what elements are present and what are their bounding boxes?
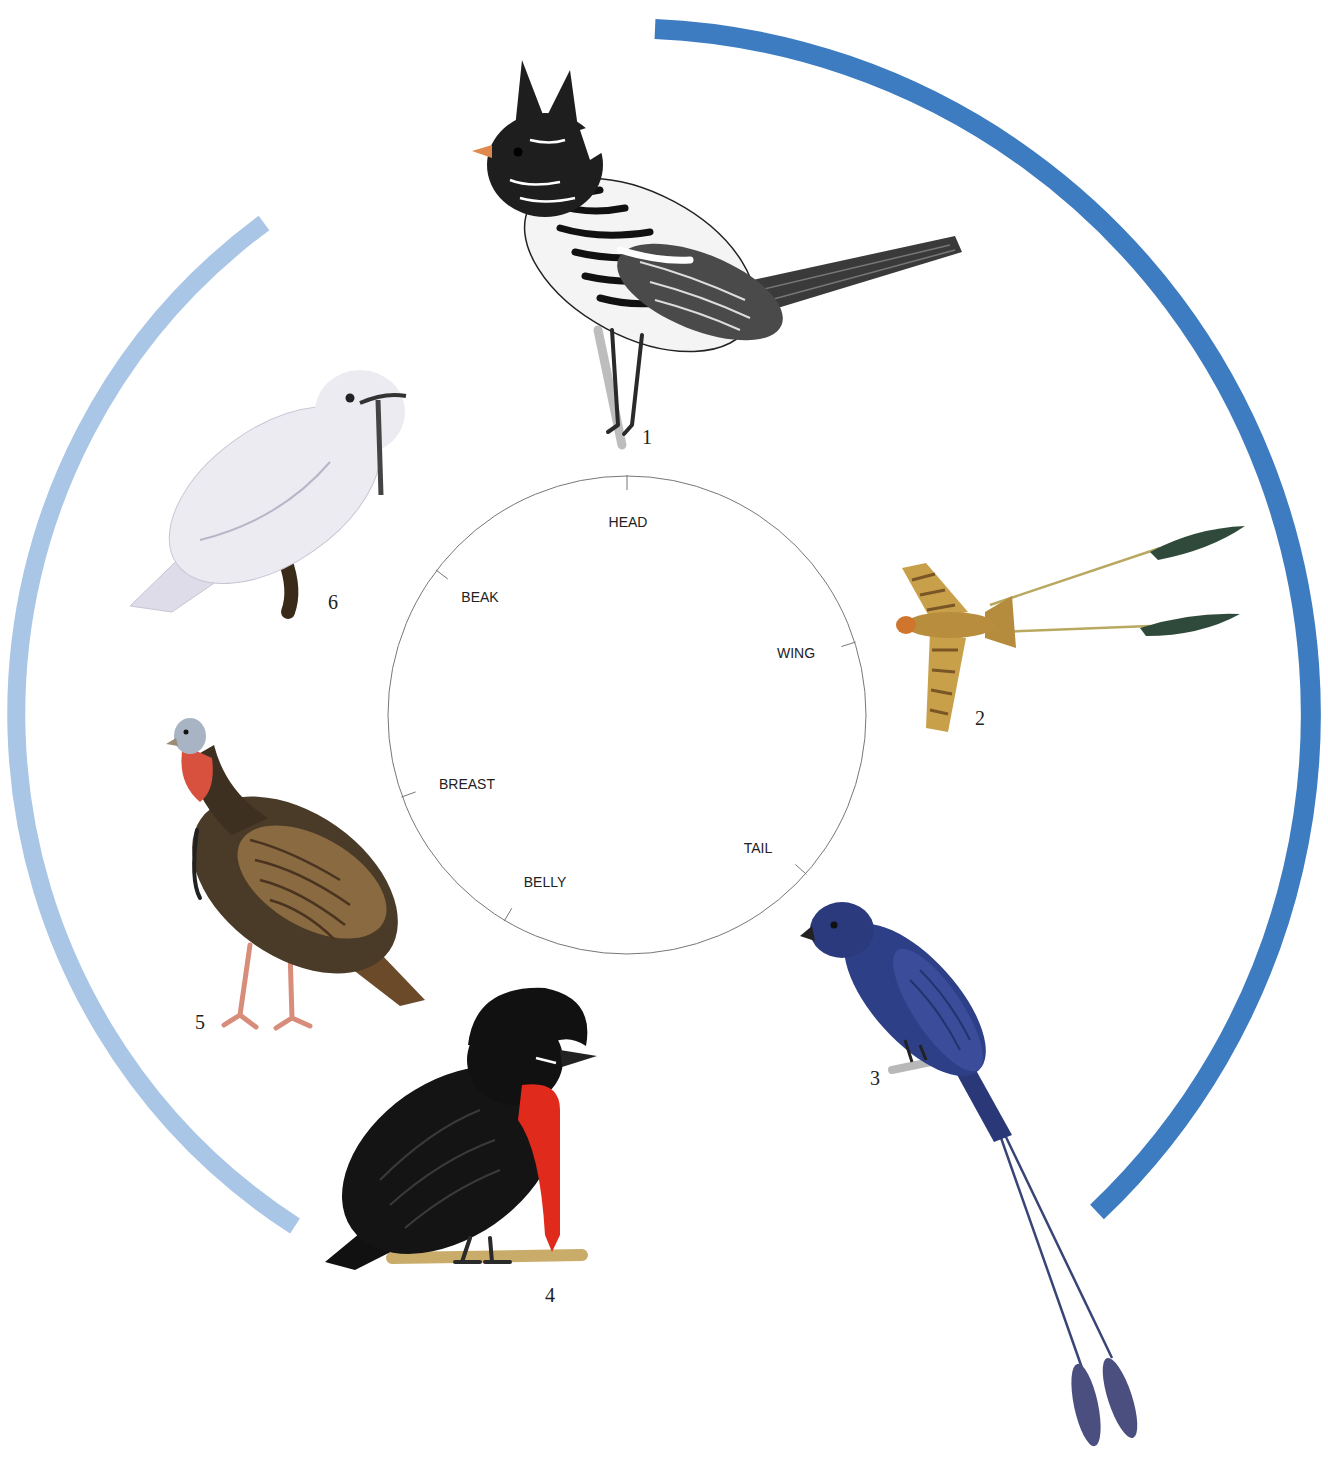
bird-illustration-part	[315, 370, 405, 454]
bird-illustration-part	[200, 462, 330, 540]
bird-illustration-part	[518, 1084, 560, 1252]
part-label: BREAST	[439, 777, 495, 792]
bird-illustration-part	[926, 632, 966, 732]
bird-illustration-part	[472, 145, 492, 158]
tick-mark	[795, 864, 806, 874]
bird-illustration-part	[536, 1058, 556, 1063]
bird-illustration-part	[905, 612, 995, 638]
tick-mark	[627, 475, 628, 490]
dark-arc	[655, 29, 1311, 1212]
body-part-circle: HEAD BEAK WING BREAST TAIL BELLY	[387, 475, 867, 955]
bird-illustration	[896, 526, 1245, 732]
callout-number: 5	[195, 1012, 205, 1032]
bird-illustration	[472, 60, 962, 445]
bird-illustration-part	[138, 370, 413, 619]
bird-illustration-part	[1150, 526, 1245, 560]
bird-illustration-part	[640, 262, 750, 330]
circle-outline	[388, 476, 866, 954]
bird-illustration-part	[1066, 1361, 1107, 1448]
bird-illustration-part	[468, 988, 587, 1052]
bird-illustration-part	[360, 395, 406, 403]
bird-illustration-part	[455, 1238, 510, 1262]
bird-illustration-part	[166, 738, 178, 746]
bird-illustration-part	[580, 128, 606, 161]
bird-illustration-part	[1000, 626, 1150, 632]
bird-illustration-part	[905, 1040, 926, 1062]
bird-illustration	[307, 988, 597, 1293]
bird-illustration-part	[1140, 614, 1240, 636]
bird-illustration-part	[346, 394, 355, 403]
bird-illustration-part	[380, 1110, 500, 1228]
bird-illustration-part	[181, 745, 212, 802]
bird-illustration-part	[810, 902, 874, 958]
tick-mark	[436, 570, 448, 579]
bird-illustration-part	[560, 1050, 597, 1067]
bird-illustration-part	[760, 245, 955, 300]
bird-illustration-part	[608, 330, 642, 434]
bird-illustration-part	[910, 970, 970, 1050]
bird-illustration-part	[392, 1255, 582, 1258]
callout-number: 6	[328, 592, 338, 612]
bird-illustration-part	[378, 400, 381, 495]
bird-illustration-part	[831, 922, 838, 929]
bird-illustration-part	[515, 60, 578, 128]
callout-number: 1	[642, 427, 652, 447]
bird-illustration-part	[194, 830, 200, 898]
light-arc	[16, 223, 295, 1226]
bird-illustration	[130, 370, 412, 620]
part-label: WING	[777, 646, 815, 661]
tick-mark	[504, 908, 512, 921]
part-label: BEAK	[461, 590, 498, 605]
part-label: TAIL	[744, 841, 773, 856]
callout-number: 4	[545, 1285, 555, 1305]
bird-illustration-part	[174, 718, 206, 754]
tick-mark	[841, 642, 855, 647]
bird-illustration	[160, 718, 431, 1028]
bird-illustration-part	[1096, 1354, 1145, 1441]
bird-illustration-part	[510, 140, 575, 202]
bird-illustration-part	[1000, 1135, 1112, 1368]
part-label: HEAD	[609, 515, 648, 530]
bird-illustration-part	[878, 937, 998, 1083]
bird-illustration-part	[912, 574, 958, 714]
bird-illustration-part	[800, 926, 815, 941]
bird-illustration	[800, 901, 1144, 1448]
bird-illustration-part	[990, 548, 1160, 605]
bird-illustration-part	[620, 250, 690, 260]
part-label: BELLY	[524, 875, 567, 890]
tick-mark	[401, 792, 415, 797]
bird-illustration-part	[604, 224, 796, 360]
circle-outline	[387, 475, 867, 955]
callout-number: 3	[870, 1068, 880, 1088]
bird-illustration-part	[514, 148, 523, 157]
bird-illustration-part	[598, 330, 622, 445]
bird-illustration-part	[896, 616, 916, 634]
callout-number: 2	[975, 708, 985, 728]
bird-illustration-part	[184, 730, 189, 735]
bird-illustration-part	[250, 840, 350, 940]
